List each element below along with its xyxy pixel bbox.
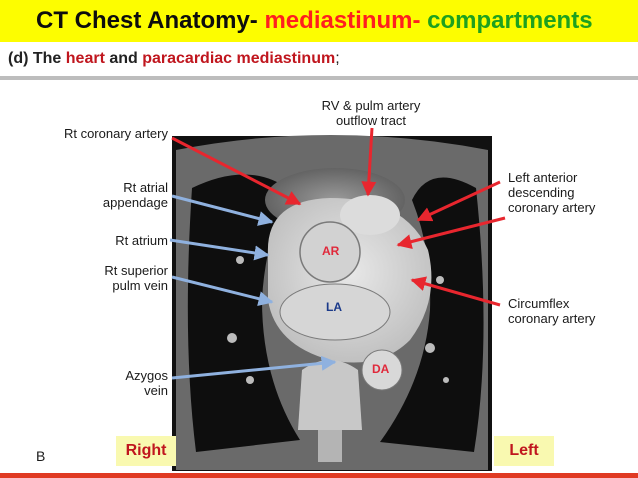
- slide-subtitle: (d) The heart and paracardiac mediastinu…: [8, 48, 340, 70]
- ct-scan-image: [169, 127, 506, 471]
- label-circumflex-2: coronary artery: [508, 311, 596, 326]
- label-ar: AR: [322, 244, 340, 258]
- slide-title: CT Chest Anatomy- mediastinum- compartme…: [0, 0, 638, 42]
- label-rt-atrial-appendage-2: appendage: [102, 195, 168, 210]
- spinal-process: [318, 430, 342, 462]
- arrow-rt-superior-pulm-vein: [171, 275, 274, 307]
- pulm-vessel: [436, 276, 444, 284]
- rv-outflow-shape: [340, 195, 400, 235]
- label-rt-atrial-appendage-1: Rt atrial: [123, 180, 168, 195]
- bottom-accent-bar: [0, 473, 638, 478]
- label-rv-pulm-outflow-2: outflow tract: [335, 113, 407, 128]
- arrow-rt-atrium: [169, 238, 270, 261]
- side-label-left: Left: [494, 436, 554, 466]
- side-label-right: Right: [116, 436, 176, 466]
- label-lad-1: Left anterior: [508, 170, 578, 185]
- label-rt-coronary-artery: Rt coronary artery: [63, 126, 168, 141]
- vertebral-body: [298, 360, 362, 430]
- label-da: DA: [372, 362, 390, 376]
- label-rt-superior-pulm-vein-2: pulm vein: [112, 278, 168, 293]
- aortic-root-shape: [299, 221, 361, 283]
- label-azygos-vein-1: Azygos: [125, 368, 168, 383]
- label-azygos-vein-2: vein: [144, 383, 168, 398]
- ct-figure: Rt coronary artery Rt atrial appendage R…: [0, 80, 638, 473]
- arrow-rt-coronary-artery: [171, 136, 302, 206]
- subtitle-prefix: (d) The: [8, 50, 66, 67]
- arrow-lad-upper: [416, 180, 501, 222]
- left-lung: [380, 177, 484, 452]
- subtitle-paracardiac: paracardiac mediastinum: [142, 50, 336, 67]
- arrow-rv-outflow: [361, 127, 377, 197]
- subtitle-and: and: [104, 50, 143, 67]
- label-lad-2: descending: [508, 185, 575, 200]
- pulm-vessel: [246, 376, 254, 384]
- left-atrium-shape: [279, 283, 391, 341]
- pulm-vessel: [236, 256, 244, 264]
- title-part-2: mediastinum-: [264, 7, 428, 34]
- title-part-1: CT Chest Anatomy-: [36, 7, 265, 34]
- pulm-vessel: [227, 333, 237, 343]
- pulm-vessel: [443, 377, 449, 383]
- title-part-3: compartments: [427, 7, 593, 34]
- pulm-vessel: [425, 343, 435, 353]
- label-la: LA: [326, 300, 342, 314]
- right-lung: [187, 174, 300, 452]
- panel-letter: B: [36, 448, 46, 464]
- title-divider: [0, 76, 638, 80]
- subtitle-suffix: ;: [335, 50, 340, 67]
- label-rt-atrium: Rt atrium: [115, 233, 168, 248]
- label-rv-pulm-outflow-1: RV & pulm artery: [321, 98, 421, 113]
- arrow-azygos-vein: [171, 355, 337, 380]
- arrow-circumflex: [410, 276, 501, 307]
- descending-aorta-shape: [361, 349, 403, 391]
- subtitle-heart: heart: [65, 50, 105, 67]
- label-rt-superior-pulm-vein-1: Rt superior: [104, 263, 168, 278]
- label-lad-3: coronary artery: [508, 200, 596, 215]
- label-circumflex-1: Circumflex: [508, 296, 570, 311]
- arrow-lad-lower: [396, 216, 506, 249]
- arrow-rt-atrial-appendage: [171, 194, 274, 226]
